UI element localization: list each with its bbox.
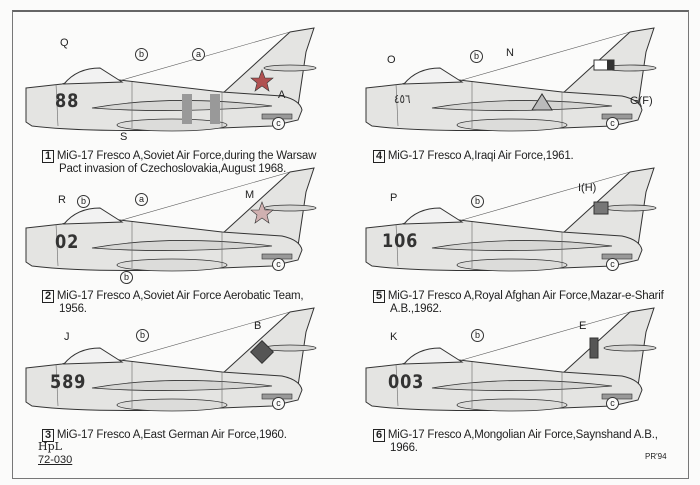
panel-number: 3 bbox=[42, 429, 54, 442]
callout-label: c bbox=[272, 258, 285, 271]
caption-text: 1956. bbox=[59, 303, 87, 315]
callout-label: b bbox=[471, 329, 484, 342]
callout-label: B bbox=[254, 320, 262, 332]
caption-text: MiG-17 Fresco A,Iraqi Air Force,1961. bbox=[387, 150, 574, 162]
callout-label: P bbox=[390, 192, 398, 204]
callout-label: b bbox=[136, 329, 149, 342]
callout-label: a bbox=[192, 48, 205, 61]
sheet-frame bbox=[12, 10, 689, 479]
aircraft-drawing-2 bbox=[25, 167, 317, 272]
star-icon bbox=[250, 201, 274, 224]
aircraft-code-5: 106 bbox=[382, 230, 419, 252]
callout-label: b bbox=[77, 195, 90, 208]
callout-label: b bbox=[470, 50, 483, 63]
callout-label: I(H) bbox=[578, 182, 597, 194]
panel-number: 6 bbox=[373, 429, 385, 442]
callout-label: c bbox=[606, 258, 619, 271]
callout-label: O bbox=[387, 54, 396, 66]
aircraft-code-2: 02 bbox=[55, 231, 80, 253]
triangle-marking-icon bbox=[531, 93, 553, 111]
aircraft-code-1: 88 bbox=[55, 90, 80, 112]
east-german-emblem-icon bbox=[249, 339, 275, 365]
callout-label: c bbox=[606, 117, 619, 130]
caption-text: MiG-17 Fresco A,Soviet Air Force,during … bbox=[56, 150, 317, 162]
callout-label: Q bbox=[60, 37, 69, 49]
callout-label: G(F) bbox=[630, 95, 653, 107]
panel-number: 1 bbox=[42, 150, 54, 163]
aircraft-drawing-1 bbox=[25, 27, 317, 132]
callout-label: J bbox=[64, 331, 70, 343]
caption-text: MiG-17 Fresco A,East German Air Force,19… bbox=[56, 429, 287, 441]
panel-number: 2 bbox=[42, 290, 54, 303]
aircraft-drawing-5 bbox=[365, 167, 657, 272]
callout-label: R bbox=[58, 194, 66, 206]
caption-text: MiG-17 Fresco A,Royal Afghan Air Force,M… bbox=[387, 290, 664, 302]
aircraft-code-4: ٤٥٦ bbox=[394, 92, 411, 106]
caption-text: Pact invasion of Czechoslovakia,August 1… bbox=[59, 163, 287, 175]
caption-text: A.B.,1962. bbox=[390, 303, 442, 315]
callout-label: c bbox=[272, 397, 285, 410]
callout-label: M bbox=[245, 189, 255, 201]
callout-label: N bbox=[506, 47, 514, 59]
caption-text: 1966. bbox=[390, 442, 418, 454]
callout-label: A bbox=[278, 89, 286, 101]
callout-label: E bbox=[579, 320, 587, 332]
caption-text: MiG-17 Fresco A,Soviet Air Force Aerobat… bbox=[56, 290, 304, 302]
panel-number: 4 bbox=[373, 150, 385, 163]
aircraft-code-3: 589 bbox=[50, 371, 87, 393]
callout-label: c bbox=[272, 117, 285, 130]
hpl-logo: HpL bbox=[38, 440, 62, 453]
callout-label: c bbox=[606, 397, 619, 410]
callout-label: K bbox=[390, 331, 398, 343]
red-star-icon bbox=[250, 69, 274, 92]
aircraft-drawing-4 bbox=[365, 27, 657, 132]
callout-label: S bbox=[120, 131, 128, 143]
callout-label: b bbox=[471, 195, 484, 208]
callout-label: b bbox=[135, 48, 148, 61]
caption-text: MiG-17 Fresco A,Mongolian Air Force,Sayn… bbox=[387, 429, 658, 441]
catalog-number: 72-030 bbox=[38, 454, 73, 466]
panel-number: 5 bbox=[373, 290, 385, 303]
callout-label: a bbox=[135, 193, 148, 206]
callout-label: b bbox=[120, 271, 133, 284]
aircraft-code-6: 003 bbox=[388, 371, 425, 393]
aircraft-drawing-3 bbox=[25, 307, 317, 412]
aircraft-drawing-6 bbox=[365, 307, 657, 412]
credit: PR'94 bbox=[645, 452, 667, 461]
